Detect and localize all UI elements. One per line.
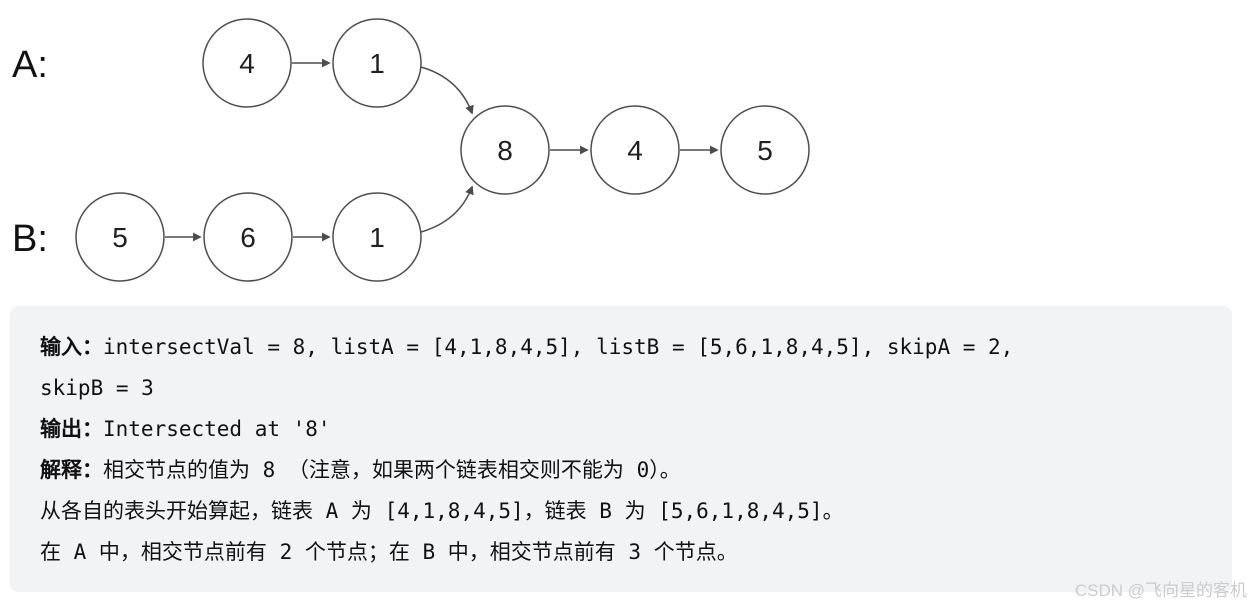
node-a1-circle <box>202 18 292 108</box>
input-line: 输入：intersectVal = 8, listA = [4,1,8,4,5]… <box>40 327 1212 368</box>
input-label: 输入： <box>40 335 103 359</box>
linked-lists-diagram: A: B: 4 1 8 4 5 <box>12 18 810 282</box>
explanation-line-1: 解释：相交节点的值为 8 （注意，如果两个链表相交则不能为 0）。 <box>40 450 1212 491</box>
node-b2-value: 6 <box>240 222 256 253</box>
output-value: Intersected at '8' <box>103 417 331 441</box>
input-line-2: skipB = 3 <box>40 368 1212 409</box>
node-a2-value: 1 <box>369 48 385 79</box>
node-shared3-circle <box>720 105 810 195</box>
explanation-text-1: 相交节点的值为 8 （注意，如果两个链表相交则不能为 0）。 <box>103 458 681 482</box>
node-a2-circle <box>332 18 422 108</box>
node-b3: 1 <box>332 192 422 282</box>
csdn-watermark: CSDN @飞向星的客机 <box>1074 581 1247 600</box>
node-shared2: 4 <box>590 105 680 195</box>
node-shared2-circle <box>590 105 680 195</box>
arrow-a2-to-shared1-icon <box>420 66 474 115</box>
explanation-line-2: 从各自的表头开始算起，链表 A 为 [4,1,8,4,5]，链表 B 为 [5,… <box>40 491 1212 532</box>
node-b1: 5 <box>75 192 165 282</box>
node-shared3: 5 <box>720 105 810 195</box>
node-b3-value: 1 <box>369 222 385 253</box>
input-value-continued: skipB = 3 <box>40 376 154 400</box>
output-label: 输出： <box>40 417 103 441</box>
node-shared1: 8 <box>460 105 550 195</box>
explanation-label: 解释： <box>40 458 103 482</box>
node-b2: 6 <box>203 192 293 282</box>
node-shared3-value: 5 <box>757 135 773 166</box>
node-a1: 4 <box>202 18 292 108</box>
node-shared2-value: 4 <box>627 135 643 166</box>
explanation-line-3: 在 A 中，相交节点前有 2 个节点；在 B 中，相交节点前有 3 个节点。 <box>40 532 1212 573</box>
node-a2: 1 <box>332 18 422 108</box>
explanation-text-2: 从各自的表头开始算起，链表 A 为 [4,1,8,4,5]，链表 B 为 [5,… <box>40 499 844 523</box>
node-b1-value: 5 <box>112 222 128 253</box>
example-panel: 输入：intersectVal = 8, listA = [4,1,8,4,5]… <box>10 306 1232 592</box>
node-b1-circle <box>75 192 165 282</box>
node-b2-circle <box>203 192 293 282</box>
list-b-label: B: <box>12 218 48 260</box>
arrow-b3-to-shared1-icon <box>420 185 474 233</box>
explanation-text-3: 在 A 中，相交节点前有 2 个节点；在 B 中，相交节点前有 3 个节点。 <box>40 540 738 564</box>
node-b3-circle <box>332 192 422 282</box>
output-line: 输出：Intersected at '8' <box>40 409 1212 450</box>
list-a-label: A: <box>12 44 48 86</box>
node-shared1-value: 8 <box>497 135 513 166</box>
node-shared1-circle <box>460 105 550 195</box>
node-a1-value: 4 <box>239 48 255 79</box>
input-value: intersectVal = 8, listA = [4,1,8,4,5], l… <box>103 335 1014 359</box>
